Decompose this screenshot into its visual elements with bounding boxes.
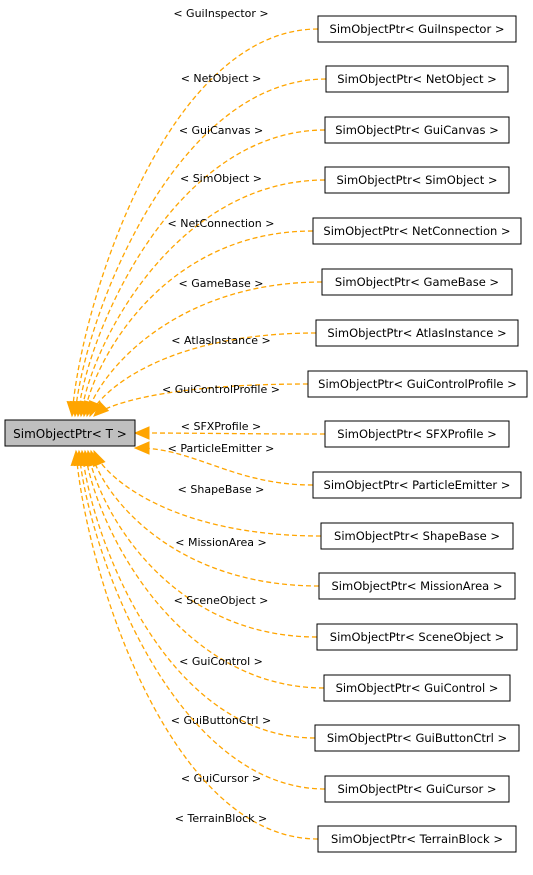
inheritance-edge [75, 455, 319, 840]
edge-label: < GameBase > [179, 277, 264, 290]
inheritance-edge [81, 454, 316, 739]
instantiation-label: SimObjectPtr< GameBase > [335, 275, 499, 289]
instantiation-label: SimObjectPtr< GuiCursor > [337, 782, 496, 796]
instantiation-label: SimObjectPtr< GuiInspector > [330, 22, 505, 36]
arrowhead-icon [70, 449, 84, 467]
inheritance-edge [87, 453, 318, 638]
instantiation-box [323, 674, 511, 702]
edge-label: < NetConnection > [168, 217, 275, 230]
instantiation-label: SimObjectPtr< ParticleEmitter > [324, 478, 511, 492]
arrowhead-icon [93, 401, 110, 417]
instantiation-label: SimObjectPtr< ShapeBase > [334, 529, 500, 543]
edge-label: < NetObject > [181, 72, 262, 85]
edge-label: < SFXProfile > [181, 420, 261, 433]
edge-label: < GuiCanvas > [179, 124, 263, 137]
instantiation-box [318, 572, 516, 600]
edge-label: < MissionArea > [175, 536, 267, 549]
instantiation-node[interactable]: SimObjectPtr< ParticleEmitter > [312, 471, 522, 499]
nodes-layer: SimObjectPtr< GuiInspector > SimObjectPtr… [307, 15, 528, 853]
inheritance-edge [78, 454, 326, 790]
inheritance-edge [77, 129, 326, 413]
arrowhead-icon [89, 400, 102, 418]
inheritance-edge [137, 447, 314, 486]
instantiation-box [312, 217, 522, 245]
edge-label: < GuiControlProfile > [162, 383, 280, 396]
edge-label: < ShapeBase > [178, 483, 265, 496]
instantiation-box [325, 65, 509, 93]
edge-label: < SceneObject > [174, 594, 269, 607]
instantiation-node[interactable]: SimObjectPtr< TerrainBlock > [317, 825, 517, 853]
instantiation-box [324, 775, 510, 803]
instantiation-node[interactable]: SimObjectPtr< GuiControl > [323, 674, 511, 702]
instantiation-label: SimObjectPtr< TerrainBlock > [331, 832, 503, 846]
instantiation-box [314, 724, 520, 752]
instantiation-box [316, 623, 518, 651]
instantiation-box [324, 116, 510, 144]
inheritance-edge [86, 281, 323, 415]
instantiation-label: SimObjectPtr< NetConnection > [323, 224, 510, 238]
instantiation-box [315, 319, 519, 347]
base-class-label: SimObjectPtr< T > [13, 427, 127, 441]
instantiation-label: SimObjectPtr< GuiCanvas > [335, 123, 499, 137]
edges-layer: < GuiInspector > < NetObject > < GuiCanvas… [66, 7, 327, 840]
arrowhead-icon [133, 441, 150, 455]
instantiation-node[interactable]: SimObjectPtr< MissionArea > [318, 572, 516, 600]
inheritance-edge [83, 230, 314, 414]
instantiation-node[interactable]: SimObjectPtr< GuiCursor > [324, 775, 510, 803]
instantiation-box [312, 471, 522, 499]
instantiation-box [324, 166, 510, 194]
instantiation-node[interactable]: SimObjectPtr< NetObject > [325, 65, 509, 93]
instantiation-node[interactable]: SimObjectPtr< ShapeBase > [320, 522, 514, 550]
instantiation-box [317, 15, 517, 43]
inheritance-edge [93, 451, 322, 537]
arrowhead-icon [133, 426, 150, 440]
instantiation-box [317, 825, 517, 853]
instantiation-label: SimObjectPtr< SceneObject > [330, 630, 504, 644]
instantiation-node[interactable]: SimObjectPtr< AtlasInstance > [315, 319, 519, 347]
instantiation-box [307, 370, 528, 398]
inheritance-edge [137, 432, 326, 435]
edge-label: < AtlasInstance > [171, 334, 270, 347]
inheritance-edge [80, 179, 326, 414]
instantiation-label: SimObjectPtr< SimObject > [336, 173, 497, 187]
inheritance-edge [74, 78, 327, 413]
instantiation-node[interactable]: SimObjectPtr< GameBase > [321, 268, 513, 296]
instantiation-label: SimObjectPtr< SFXProfile > [337, 427, 496, 441]
instantiation-label: SimObjectPtr< MissionArea > [332, 579, 503, 593]
edge-label: < GuiCursor > [181, 772, 261, 785]
instantiation-node[interactable]: SimObjectPtr< GuiInspector > [317, 15, 517, 43]
instantiation-node[interactable]: SimObjectPtr< SFXProfile > [324, 420, 510, 448]
instantiation-node[interactable]: SimObjectPtr< GuiButtonCtrl > [314, 724, 520, 752]
inheritance-edge [84, 453, 325, 689]
edge-label: < GuiInspector > [173, 7, 268, 20]
instantiation-box [320, 522, 514, 550]
base-class-node[interactable]: SimObjectPtr< T > [4, 419, 136, 447]
instantiation-node[interactable]: SimObjectPtr< SimObject > [324, 166, 510, 194]
instantiation-node[interactable]: SimObjectPtr< GuiControlProfile > [307, 370, 528, 398]
instantiation-box [321, 268, 513, 296]
instantiation-node[interactable]: SimObjectPtr< GuiCanvas > [324, 116, 510, 144]
edge-label: < TerrainBlock > [175, 812, 267, 825]
edge-label: < SimObject > [180, 172, 262, 185]
edge-label: < GuiButtonCtrl > [171, 714, 271, 727]
instantiation-label: SimObjectPtr< GuiButtonCtrl > [327, 731, 507, 745]
inheritance-edge [90, 452, 320, 587]
instantiation-node[interactable]: SimObjectPtr< SceneObject > [316, 623, 518, 651]
edge-label: < ParticleEmitter > [168, 442, 275, 455]
instantiation-label: SimObjectPtr< NetObject > [337, 72, 497, 86]
inheritance-edge [71, 28, 319, 412]
instantiation-label: SimObjectPtr< GuiControlProfile > [318, 377, 517, 391]
edge-label: < GuiControl > [179, 655, 263, 668]
instantiation-label: SimObjectPtr< AtlasInstance > [327, 326, 506, 340]
base-class-box [4, 419, 136, 447]
instantiation-node[interactable]: SimObjectPtr< NetConnection > [312, 217, 522, 245]
instantiation-label: SimObjectPtr< GuiControl > [336, 681, 499, 695]
instantiation-box [324, 420, 510, 448]
